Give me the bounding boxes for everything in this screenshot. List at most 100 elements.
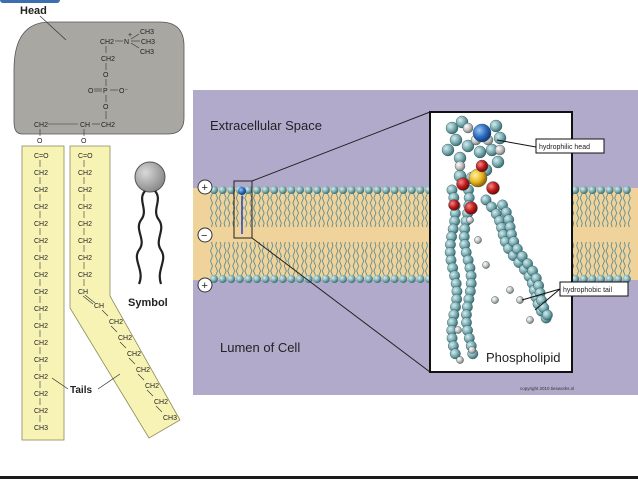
lipid-tail [235,192,239,228]
head-atom [441,143,455,157]
oxygen-atom [464,201,478,215]
lipid-tail [313,241,317,277]
hydrogen-atom [474,236,482,244]
glycerol-ch2-left: CH2 [34,122,48,129]
lipid-tail [249,241,253,277]
lipid-tail [339,192,342,228]
lipid-tail [275,192,279,228]
lipid-head [253,275,261,283]
head-atom [449,133,463,147]
hydrogen-atom [462,122,474,134]
tail-2-band [69,145,181,439]
tail-1-carbon: CH2 [34,187,48,194]
lipid-head [373,186,382,194]
lipid-head [235,275,244,283]
tails-label: Tails [70,385,92,396]
lipid-tail [227,241,231,277]
lipid-head [321,186,330,194]
lipid-tail [361,192,365,228]
lipid-tail [296,241,299,277]
phosphate-o-minus: O⁻ [119,88,128,95]
hydrogen-atom [454,326,462,334]
bond [128,357,136,365]
lipid-tail [309,192,313,228]
lipid-tail [588,192,592,228]
tail-1-carbon: CH2 [34,289,48,296]
glycerol-ch: CH [80,122,90,129]
tails-region: C=OCH2CH2CH2CH2CH2CH2CH2CH2CH2CH2CH2CH2C… [21,145,181,441]
tail-2-carbon: CH2 [154,399,168,406]
lipid-head [270,275,279,283]
tails-pointer-right [97,373,121,390]
tail-2-carbon: CH [94,303,104,310]
lipid-head [605,275,614,283]
lipid-tail [584,241,588,277]
charge-plus-bottom-symbol: + [202,280,208,292]
lipid-head [210,275,218,283]
symbol-tail-left [135,190,146,285]
lipid-tail [399,192,403,228]
lipid-tail [421,241,425,277]
lipid-tail [619,241,623,277]
lipid-tail [215,241,218,277]
tail-2-carbon: CH2 [78,170,92,177]
lipid-tail [287,192,291,228]
lipid-tail [258,192,261,228]
lipid-head [278,275,287,283]
lipid-head [270,186,279,194]
tail-1-carbon: CH2 [34,391,48,398]
copyright-text: copyright 2010 tiesworks.nl [520,386,575,391]
bottom-bar [0,476,638,479]
lipid-tail [304,192,308,228]
charge-plus-top [197,179,213,195]
tail-1-carbon: CH3 [34,425,48,432]
ester-oxygen-right: O [81,138,87,145]
carbon-atom [516,250,528,262]
bond [101,309,109,317]
lipid-tail [412,192,416,228]
membrane-panel: Extracellular Space Lumen of Cell + − + … [193,90,638,395]
lipid-tail [330,192,334,228]
hydrogen-atom [494,144,506,156]
double-bond [82,295,94,305]
bond [110,325,118,333]
tail-1-carbon: CH2 [34,357,48,364]
lipid-tail [399,241,403,277]
symbol-label: Symbol [128,297,168,309]
lipid-tail [369,192,373,228]
lipid-tail [605,192,609,228]
tail-2-carbon: CH2 [78,255,92,262]
lumen-label: Lumen of Cell [220,340,300,355]
lipid-head [330,275,339,283]
lipid-tail [421,192,425,228]
tail-2-carbon: CH2 [145,383,159,390]
lipid-tail [382,192,385,228]
lipid-tail [602,241,605,277]
lipid-tail [339,241,342,277]
lipid-tail [593,241,597,277]
lipid-tail [261,192,265,228]
lipid-head [356,186,365,194]
head-atom [473,145,487,159]
lipid-tail [275,241,279,277]
lipid-head [356,275,365,283]
lipid-tail [390,241,394,277]
tail-1-carbon: CH2 [34,170,48,177]
tail-1-band [21,145,65,441]
lipid-tail [412,241,416,277]
inset-title: Phospholipid [486,350,560,365]
tail-1-carbon: CH2 [34,374,48,381]
methyl-1: CH3 [140,29,154,36]
lipid-tail [387,192,390,228]
oxygen-atom [486,181,500,195]
lipid-head [390,186,399,194]
lipid-head [571,186,580,194]
lipid-tail [283,192,287,228]
lipid-tail [210,241,213,277]
nitrogen-atom [472,123,492,143]
lipid-tail [356,241,360,277]
tail-1-carbon: CH2 [34,255,48,262]
lipid-tail [605,241,609,277]
lipid-head [287,275,296,283]
